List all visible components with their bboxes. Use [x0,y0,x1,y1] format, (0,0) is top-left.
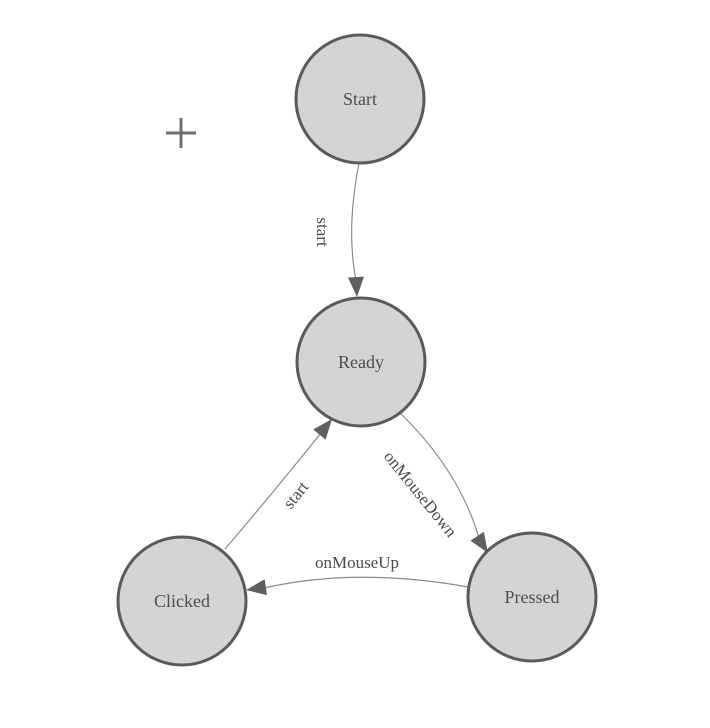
edge-line-start-to-ready[interactable] [351,162,360,281]
edge-label-start-to-ready: start [313,217,332,247]
edge-line-pressed-to-clicked[interactable] [263,576,469,589]
edge-pressed-to-clicked[interactable]: onMouseUp [245,553,469,598]
edge-label-ready-to-pressed: onMouseDown [380,447,461,541]
arrowhead-icon [246,579,267,596]
state-node-pressed[interactable]: Pressed [466,531,598,663]
edge-line-ready-to-pressed[interactable] [399,412,480,539]
state-circle-start[interactable] [294,33,426,165]
edge-clicked-to-ready[interactable]: start [224,414,338,550]
edge-ready-to-pressed[interactable]: onMouseDown [380,412,495,557]
state-circle-clicked[interactable] [116,535,248,667]
state-node-clicked[interactable]: Clicked [116,535,248,667]
arrowhead-icon [313,419,332,440]
edge-start-to-ready[interactable]: start [313,162,365,297]
state-node-ready[interactable]: Ready [295,296,427,428]
arrowhead-icon [470,531,488,553]
edge-line-clicked-to-ready[interactable] [224,432,322,550]
state-circle-pressed[interactable] [466,531,598,663]
arrowhead-icon [347,276,364,297]
edge-label-clicked-to-ready: start [279,477,312,512]
state-circle-ready[interactable] [295,296,427,428]
state-node-start[interactable]: Start [294,33,426,165]
edge-label-pressed-to-clicked: onMouseUp [315,553,399,572]
plus-icon [166,118,196,148]
